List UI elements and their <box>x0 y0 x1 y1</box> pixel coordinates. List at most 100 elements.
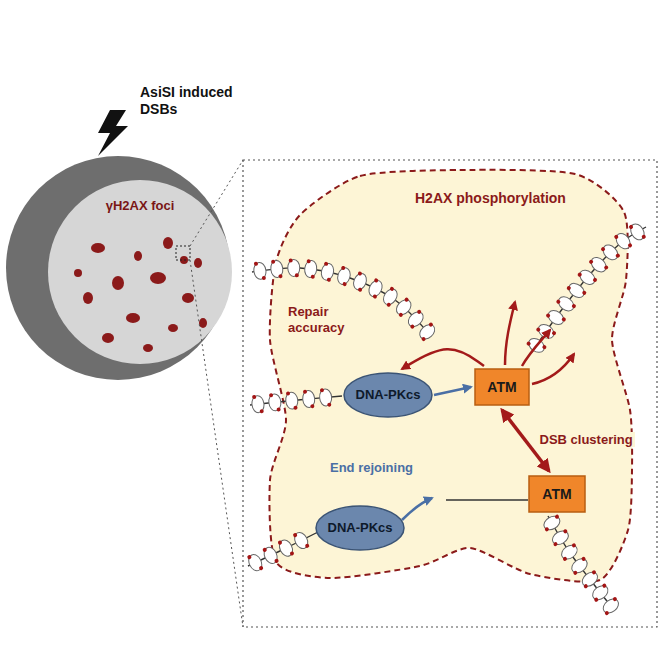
nucleosome <box>627 221 647 243</box>
phospho-mark <box>553 541 558 546</box>
phospho-mark <box>571 543 577 549</box>
phosphorylation-arrow <box>505 302 515 365</box>
nucleosome <box>600 595 622 616</box>
histone-core <box>381 286 400 307</box>
node-label: DNA-PKcs <box>355 387 420 403</box>
connector-label: DSB clustering <box>538 432 635 448</box>
histone-core <box>285 392 299 410</box>
nucleosome <box>320 261 336 282</box>
histone-core <box>319 388 332 406</box>
phospho-mark <box>258 566 263 571</box>
phospho-mark <box>592 277 598 283</box>
phospho-mark <box>421 336 427 342</box>
phosphorylation-arrow <box>532 354 574 384</box>
histone-core <box>277 538 295 559</box>
nucleosome <box>302 389 316 409</box>
nucleus-node: γH2AX foci <box>48 180 232 364</box>
focus-blob <box>143 344 153 352</box>
focus-blob <box>180 256 188 264</box>
focus-blob <box>102 333 114 343</box>
phospho-mark <box>561 317 567 323</box>
histone-core <box>600 596 621 616</box>
phospho-mark <box>581 556 587 562</box>
region-title: H2AX phosphorylation <box>415 190 566 207</box>
histone-core <box>588 254 609 274</box>
phospho-mark <box>342 282 347 287</box>
nucleosome <box>251 394 265 414</box>
zoom-line <box>190 160 243 246</box>
kinase-ellipse <box>344 373 432 417</box>
phospho-mark <box>327 402 331 406</box>
region-node: ATMDNA-PKcsATMDNA-PKcsH2AX phosphorylati… <box>262 168 622 588</box>
phospho-mark <box>289 258 293 262</box>
phospho-mark <box>252 395 256 399</box>
phospho-mark <box>556 299 562 305</box>
nucleosome <box>304 259 318 279</box>
phospho-mark <box>262 276 266 280</box>
histone-core <box>546 308 567 328</box>
histone-core <box>579 569 600 589</box>
focus-blob <box>199 318 207 328</box>
histone-core <box>268 393 282 411</box>
phospho-mark <box>247 554 252 559</box>
focus-blob <box>91 243 105 253</box>
box-node: ATM <box>528 475 586 513</box>
phospho-mark <box>386 302 392 308</box>
phospho-mark <box>269 393 273 397</box>
phospho-mark <box>604 610 610 616</box>
zoom-line <box>190 260 243 627</box>
phospho-mark <box>286 391 290 395</box>
nucleosome <box>535 321 557 342</box>
focus-blob <box>182 293 194 303</box>
nucleosome <box>270 259 284 279</box>
phospho-mark <box>544 527 549 532</box>
histone-core <box>366 278 384 299</box>
nucleosome <box>380 286 400 308</box>
dna-end <box>446 499 528 500</box>
histone-core <box>253 262 267 280</box>
dna-strand <box>548 516 614 610</box>
nucleosome <box>335 265 352 287</box>
nucleosome <box>549 528 571 548</box>
histone-core <box>536 322 557 342</box>
phospho-mark <box>305 543 310 548</box>
histone-core <box>556 294 577 314</box>
phospho-mark <box>277 540 282 545</box>
phospho-mark <box>374 278 379 283</box>
box-node: ATM <box>474 368 530 406</box>
nucleosome <box>268 392 282 412</box>
phospho-mark <box>551 330 557 336</box>
nucleosome <box>613 230 634 252</box>
node-label: ATM <box>487 379 516 396</box>
phospho-mark <box>545 313 551 319</box>
histone-core <box>304 260 318 278</box>
phospho-mark <box>615 253 621 259</box>
phospho-mark <box>276 407 280 411</box>
histone-core <box>405 309 426 329</box>
phospho-mark <box>613 234 619 240</box>
phospho-mark <box>535 327 541 333</box>
phospho-mark <box>271 260 275 264</box>
phospho-mark <box>577 272 583 278</box>
phospho-mark <box>262 547 267 552</box>
nucleosome <box>288 258 300 277</box>
phospho-mark <box>274 558 279 563</box>
phospho-mark <box>357 287 362 292</box>
phospho-mark <box>404 297 410 303</box>
histone-core <box>251 395 265 413</box>
phospho-mark <box>428 322 434 328</box>
nucleosome <box>416 321 438 343</box>
phospho-mark <box>311 275 315 279</box>
histone-core <box>600 242 620 263</box>
phospho-mark <box>326 277 331 282</box>
histone-core <box>550 528 571 547</box>
phospho-mark <box>628 224 633 229</box>
phospho-mark <box>602 583 608 589</box>
histone-core <box>351 272 368 292</box>
histone-core <box>613 231 633 252</box>
nucleosome <box>292 529 311 551</box>
focus-blob <box>163 237 173 249</box>
node-label: ATM <box>542 486 571 503</box>
histone-core <box>246 552 264 572</box>
phospho-mark <box>554 514 559 519</box>
